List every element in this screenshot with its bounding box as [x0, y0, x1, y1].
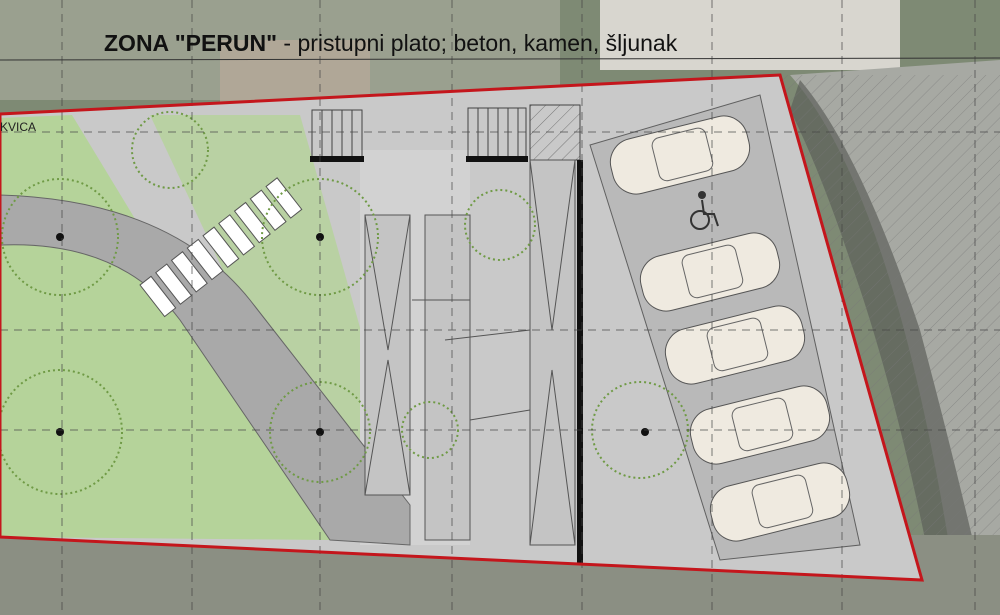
- zone-description: - pristupni plato; beton, kamen, šljunak: [277, 30, 678, 56]
- car: [609, 115, 751, 195]
- car: [639, 232, 781, 312]
- area-label: KVICA: [0, 120, 37, 134]
- car: [689, 385, 831, 465]
- stairs-left: [310, 109, 364, 162]
- parking-spaces: [609, 115, 851, 542]
- car: [664, 305, 806, 385]
- ramps: [364, 159, 576, 546]
- site-boundary: [0, 73, 925, 582]
- plan-title: ZONA "PERUN" - pristupni plato; beton, k…: [104, 30, 677, 57]
- zone-name: ZONA "PERUN": [104, 30, 278, 56]
- wheelchair-icon: [690, 191, 719, 230]
- curved-path: [0, 194, 411, 546]
